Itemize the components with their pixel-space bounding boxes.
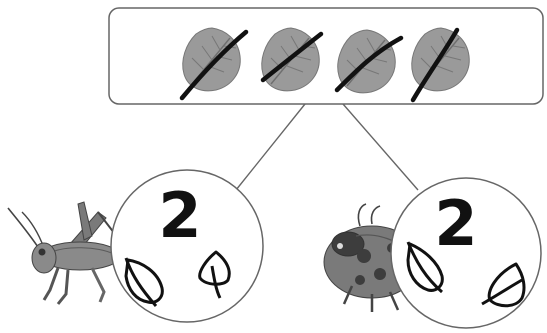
strike-mark [334,35,404,93]
leaf-icon [260,27,324,92]
left-number: 2 [158,179,201,252]
strike-mark [179,29,249,101]
whole-box [108,7,544,105]
left-part-circle: 2 [110,169,264,323]
connector-line-right [342,103,419,191]
leaf-icon [179,27,249,101]
right-number: 2 [434,187,477,260]
grasshopper-icon [7,201,121,305]
strike-mark [260,31,324,83]
leaf-sketch-icon [481,262,526,308]
leaf-sketch-icon [124,257,164,307]
whole-box-frame [108,7,544,105]
right-part-circle: 2 [390,177,542,329]
leaf-icon [334,29,404,94]
leaf-sketch-icon [406,241,444,294]
leaf-icon [410,27,470,103]
strike-mark [410,27,460,103]
connector-line-left [235,103,306,191]
leaf-sketch-icon [198,250,231,299]
